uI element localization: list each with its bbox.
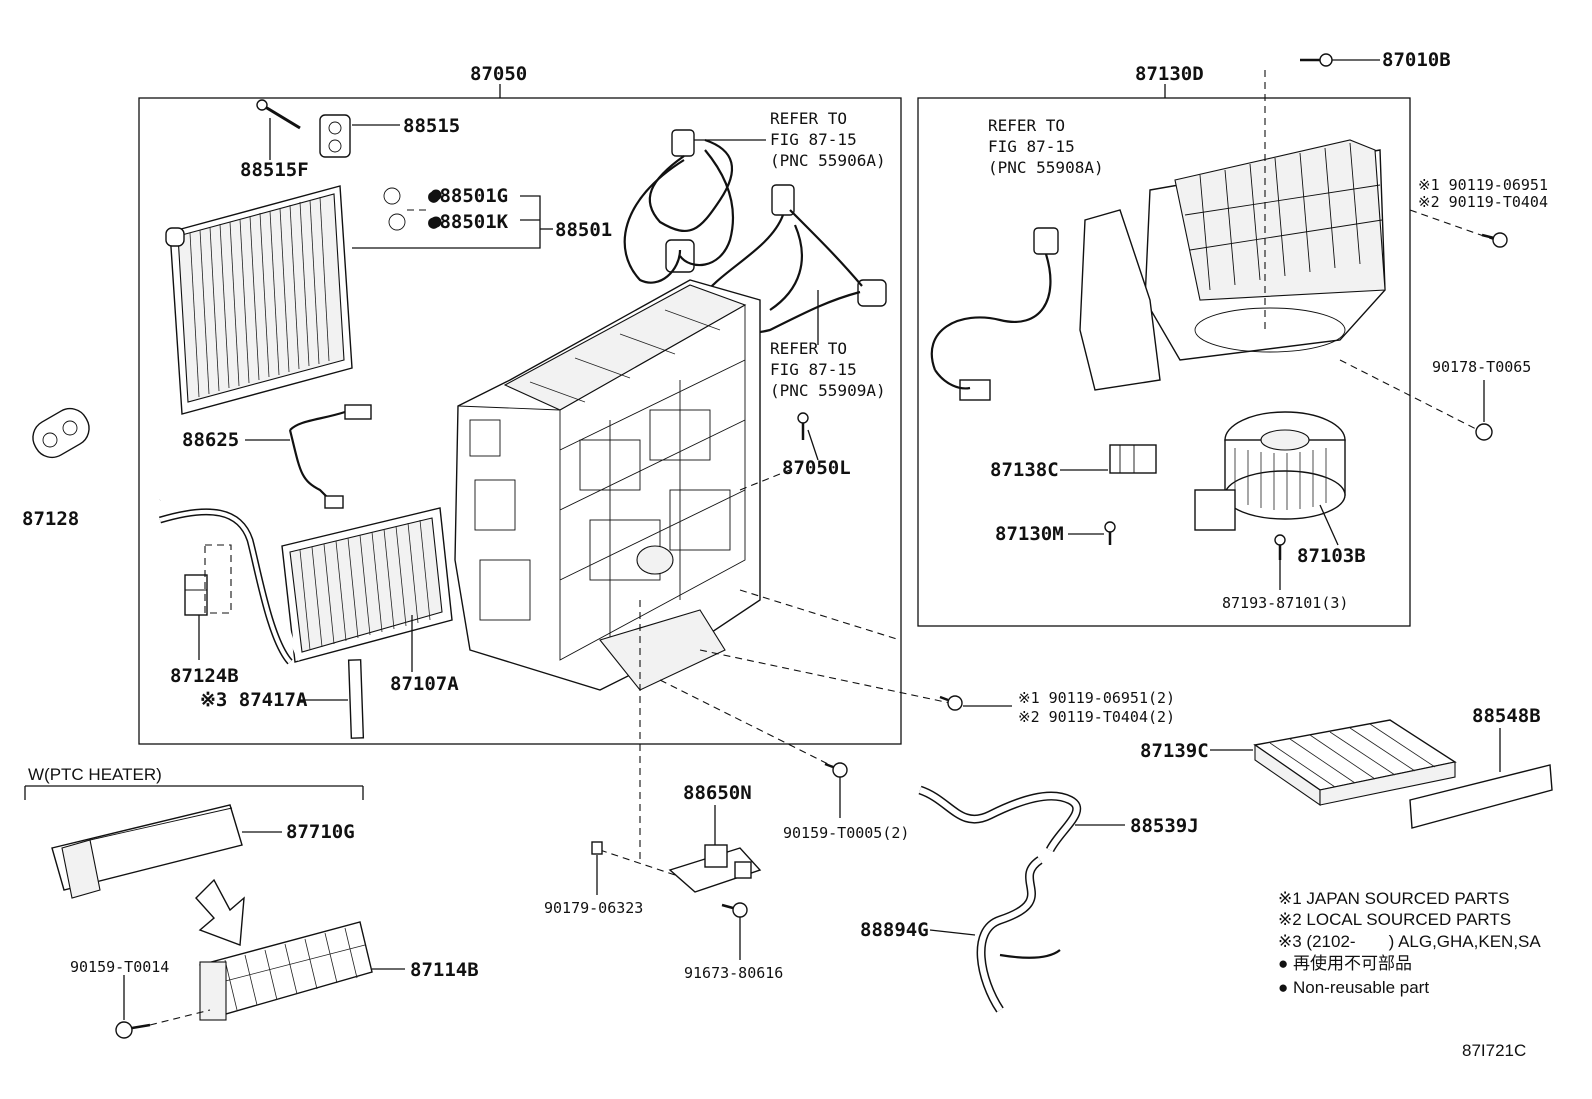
label-88515: 88515 [403, 115, 460, 137]
svg-text:FIG 87-15: FIG 87-15 [770, 360, 857, 379]
blower-motor-87103B [1194, 411, 1346, 531]
svg-text:REFER TO: REFER TO [770, 109, 847, 128]
screw-87130M [1104, 521, 1116, 545]
label-90119-mid-2: ※2 90119-T0404(2) [1018, 708, 1175, 726]
screw-90159-T0005 [824, 762, 848, 778]
screw-90119-mid [939, 695, 963, 711]
screw-87010B [1300, 53, 1333, 67]
legend-note-3: ※3 (2102- ) ALG,GHA,KEN,SA [1278, 932, 1541, 951]
frame-87130D [917, 97, 1411, 627]
refer-note-55909A: REFER TO FIG 87-15 (PNC 55909A) [770, 339, 886, 400]
screw-91673 [721, 902, 748, 918]
label-88894G: 88894G [860, 919, 929, 941]
label-88501: 88501 [555, 219, 612, 241]
expansion-valve-88515 [319, 114, 351, 158]
svg-text:(PNC 55908A): (PNC 55908A) [988, 158, 1104, 177]
svg-text:FIG 87-15: FIG 87-15 [770, 130, 857, 149]
label-87138C: 87138C [990, 459, 1059, 481]
legend-note-5: ● Non-reusable part [1278, 978, 1429, 997]
sensor-88625 [288, 404, 372, 509]
label-87130M: 87130M [995, 523, 1064, 545]
svg-text:(PNC 55906A): (PNC 55906A) [770, 151, 886, 170]
label-90119-top-1: ※1 90119-06951 [1418, 176, 1548, 194]
svg-text:REFER TO: REFER TO [770, 339, 847, 358]
o-ring-88501G [383, 187, 401, 205]
washer-90178 [1475, 423, 1493, 441]
hose-88539J [918, 785, 1082, 853]
grommet-87128 [32, 407, 90, 459]
label-87107A: 87107A [390, 673, 459, 695]
seal-88548B [1409, 764, 1553, 829]
label-88539J: 88539J [1130, 815, 1199, 837]
arrow-icon [195, 878, 245, 946]
legend: ※1 JAPAN SOURCED PARTS ※2 LOCAL SOURCED … [1278, 889, 1541, 997]
clip-90179 [591, 841, 603, 855]
label-90159-T0014: 90159-T0014 [70, 958, 169, 976]
diagram-code: 87I721C [1462, 1041, 1526, 1060]
label-87139C: 87139C [1140, 740, 1209, 762]
cabin-filter-87139C [1253, 719, 1457, 807]
svg-text:(PNC 55909A): (PNC 55909A) [770, 381, 886, 400]
legend-note-4: ● 再使用不可部品 [1278, 953, 1412, 973]
label-90119-mid-1: ※1 90119-06951(2) [1018, 689, 1175, 707]
resistor-87138C [1109, 444, 1157, 474]
harness-55908A [930, 227, 1059, 401]
harness-55906A [623, 129, 735, 284]
label-90178: 90178-T0065 [1432, 358, 1531, 376]
screw-90119-top [1481, 232, 1508, 248]
ptc-heater-87114B [199, 921, 373, 1021]
frame-87050 [138, 97, 902, 745]
o-ring-88501K [388, 213, 406, 231]
ptc-heater-87710G [51, 804, 243, 899]
label-88515F: 88515F [240, 159, 309, 181]
label-88625: 88625 [182, 429, 239, 451]
legend-note-2: ※2 LOCAL SOURCED PARTS [1278, 910, 1511, 929]
heater-core-87107A [281, 507, 453, 663]
label-87124B: 87124B [170, 665, 239, 687]
label-88650N: 88650N [683, 782, 752, 804]
legend-note-1: ※1 JAPAN SOURCED PARTS [1278, 889, 1510, 908]
label-87103B: 87103B [1297, 545, 1366, 567]
clip-87124B [184, 574, 208, 616]
bracket-88650N [668, 844, 762, 893]
label-88501G: ●88501G [428, 185, 508, 207]
hose-88894G [976, 856, 1061, 1013]
bolt-88515F [256, 99, 301, 130]
label-88548B: 88548B [1472, 705, 1541, 727]
heater-pipes [158, 479, 302, 665]
refer-note-55906A: REFER TO FIG 87-15 (PNC 55906A) [770, 109, 886, 170]
label-87010B: 87010B [1382, 49, 1451, 71]
label-88501K: ●88501K [428, 211, 509, 233]
label-87050L: 87050L [782, 457, 851, 479]
svg-text:REFER TO: REFER TO [988, 116, 1065, 135]
label-90159-T0005: 90159-T0005(2) [783, 824, 909, 842]
label-87710G: 87710G [286, 821, 355, 843]
seal-87417A [347, 659, 365, 739]
blower-case [1079, 139, 1386, 391]
label-91673: 91673-80616 [684, 964, 783, 982]
label-87050: 87050 [470, 63, 527, 85]
hvac-case [454, 279, 761, 691]
label-87128: 87128 [22, 508, 79, 530]
label-87130D: 87130D [1135, 63, 1204, 85]
svg-text:FIG 87-15: FIG 87-15 [988, 137, 1075, 156]
label-90119-top-2: ※2 90119-T0404 [1418, 193, 1548, 211]
label-87193: 87193-87101(3) [1222, 594, 1348, 612]
screw-87050L [797, 412, 809, 440]
refer-note-55908A: REFER TO FIG 87-15 (PNC 55908A) [988, 116, 1104, 177]
screw-87193 [1274, 534, 1286, 560]
label-ptc-heater: W(PTC HEATER) [28, 765, 162, 784]
label-87114B: 87114B [410, 959, 479, 981]
label-90179: 90179-06323 [544, 899, 643, 917]
evaporator-88501 [165, 185, 353, 415]
screw-90159-T0014 [115, 1021, 151, 1039]
label-87417A: ※3 87417A [200, 689, 308, 711]
